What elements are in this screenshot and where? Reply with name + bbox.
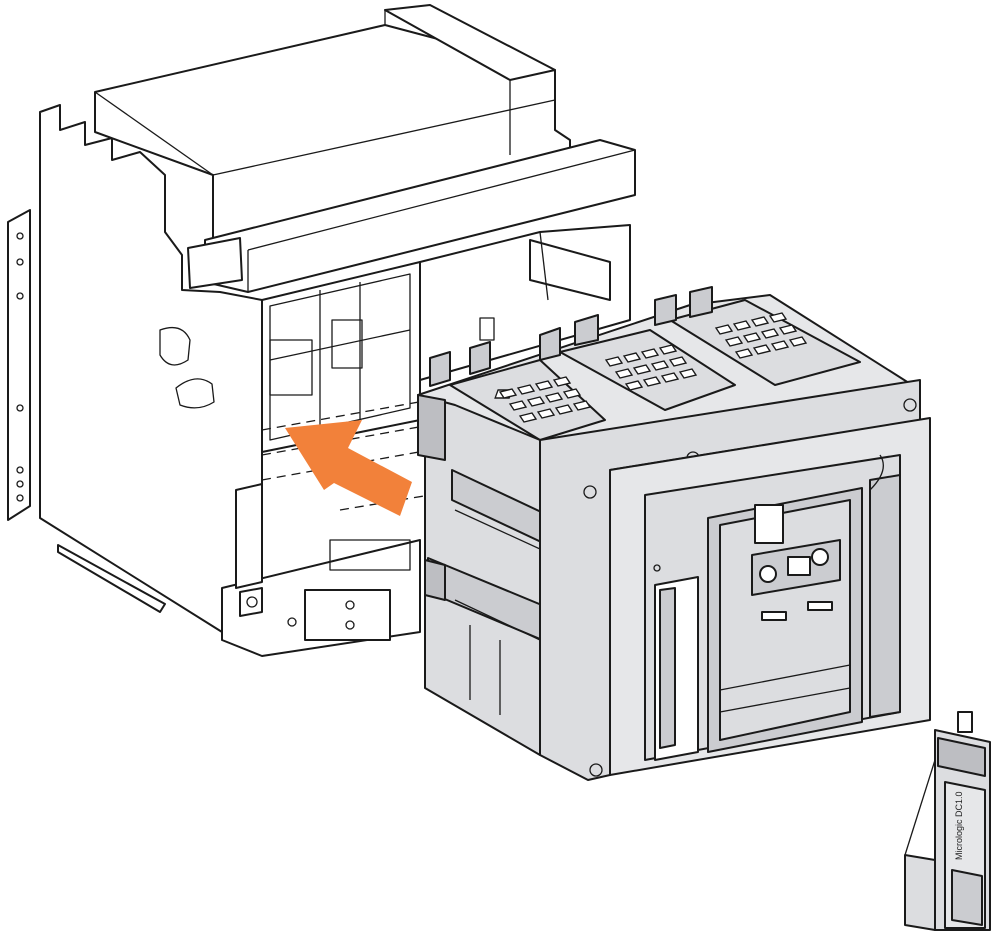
grill-slot [562, 388, 582, 399]
grill-slot [536, 408, 556, 419]
grill-slot [734, 348, 754, 359]
off-button [811, 548, 829, 566]
grill-slot [778, 324, 798, 335]
grill-slot [604, 356, 624, 367]
grill-slot [508, 400, 528, 411]
micrologic-trip-unit: Micrologic DC1.0 [904, 711, 991, 931]
grill-slot [768, 312, 788, 323]
grill-slot [732, 320, 752, 331]
grill-slot [668, 356, 688, 367]
grill-slot [750, 316, 770, 327]
chassis-left-bracket [7, 209, 31, 521]
circuit-breaker [417, 286, 931, 781]
grill-slot [650, 360, 670, 371]
grill-slot [660, 372, 680, 383]
grill-slot [498, 388, 518, 399]
grill-slot [622, 352, 642, 363]
grill-slot [554, 404, 574, 415]
grill-slot [516, 384, 536, 395]
grill-slot [678, 368, 698, 379]
grill-slot [624, 380, 644, 391]
grill-slot [770, 340, 790, 351]
grill-slot [760, 328, 780, 339]
grill-slot [714, 324, 734, 335]
trip-unit-label: Micrologic DC1.0 [954, 791, 964, 860]
grill-slot [658, 344, 678, 355]
grill-slot [526, 396, 546, 407]
on-button [759, 565, 777, 583]
grill-slot [572, 400, 592, 411]
insertion-arrow [285, 420, 412, 516]
grill-slot [614, 368, 634, 379]
grill-slot [640, 348, 660, 359]
grill-slot [552, 376, 572, 387]
grill-slot [724, 336, 744, 347]
grill-slot [518, 412, 538, 423]
grill-slot [544, 392, 564, 403]
grill-slot [742, 332, 762, 343]
grill-slot [534, 380, 554, 391]
pole-3-terminal-grill [669, 299, 861, 386]
grill-slot [752, 344, 772, 355]
grill-slot [632, 364, 652, 375]
grill-slot [788, 336, 808, 347]
chassis-cradle [7, 4, 636, 657]
grill-slot [642, 376, 662, 387]
